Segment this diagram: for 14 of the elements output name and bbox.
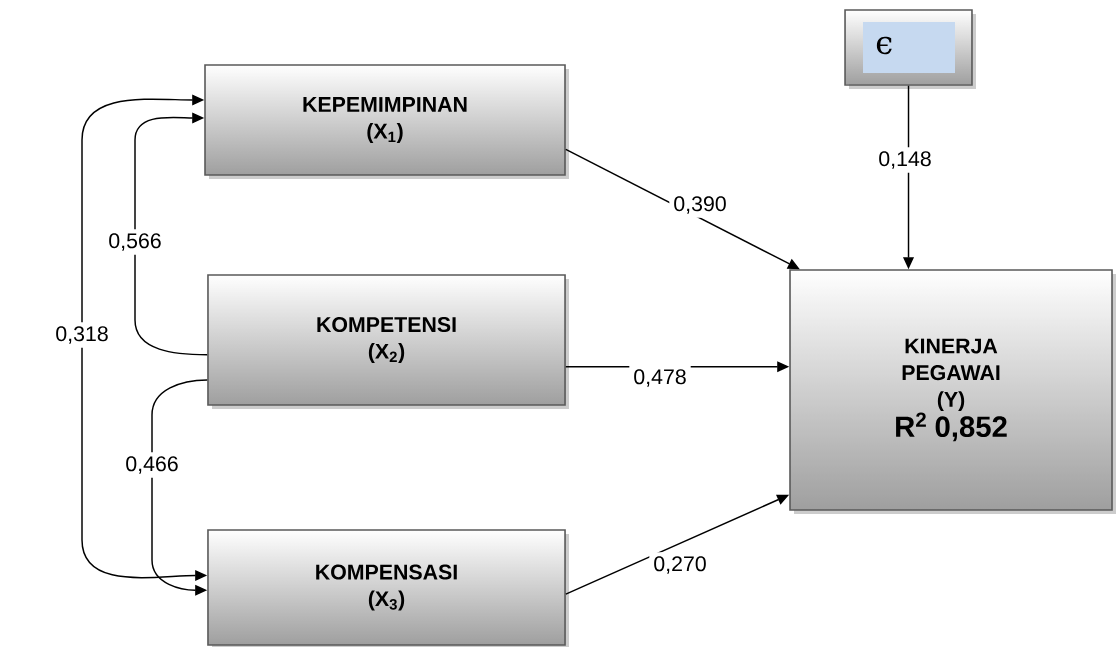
variable-box: KOMPENSASI (X$_{3}$) [207,529,569,647]
edge-label: 0,270 [649,552,711,578]
variable-box: KEPEMIMPINAN (X$_{1}$) [204,64,569,179]
edge-label: 0,466 [121,452,183,478]
edge-label: 0,148 [874,147,936,173]
edge-label: 0,390 [669,192,731,218]
edge-label: 0,478 [629,365,691,391]
edge-label: 0,318 [51,322,113,348]
edge-label: 0,566 [104,229,166,255]
arrow [151,379,208,596]
error-box: ϵ [844,9,976,89]
variable-box: KOMPETENSI (X$_{2}$) [207,274,569,409]
arrow [134,112,208,356]
variable-box: KINERJA PEGAWAI (Y) R$^{2}$ 0,852 [789,269,1116,514]
